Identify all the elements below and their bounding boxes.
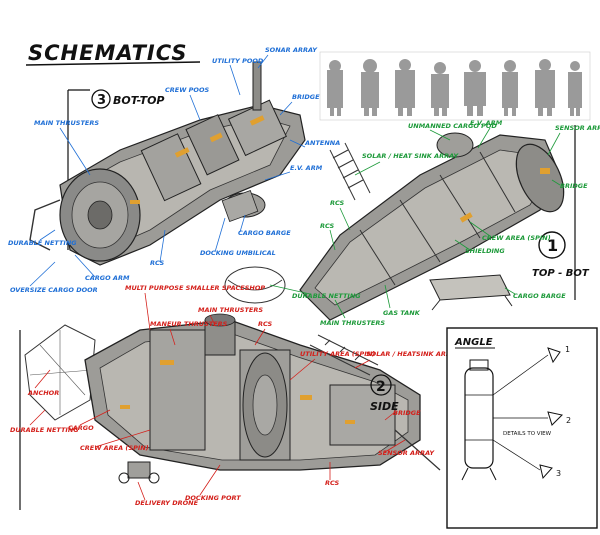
blue-labels: UTILITY POOD SONAR ARRAY CREW POOS BRIDG… <box>8 46 340 294</box>
red-leader-lines <box>29 292 406 501</box>
silhouette-figure <box>502 60 518 116</box>
red-labels: MULTI PURPOSE SMALLER SPACESHOP MAIN THR… <box>10 284 461 507</box>
label-sensor-array-red: SENSOR ARRAY <box>378 449 435 457</box>
label-utility-area-spin: UTILITY AREA (SPIN) <box>300 350 375 358</box>
label-docking-port: DOCKING PORT <box>185 494 241 502</box>
label-solar-heat-sink-array: SOLAR / HEAT SINK ARRAY <box>362 152 459 160</box>
label-cargo-arm: CARGO ARM <box>85 274 130 282</box>
ship-side-view <box>19 313 441 510</box>
angle-title: ANGLE <box>454 337 493 348</box>
angle-mark-3: 3 <box>556 469 561 478</box>
label-utility-pod: UTILITY POOD <box>212 57 264 65</box>
angle-panel: ANGLE 1 2 3 DETAILS TO VIEW <box>446 327 598 529</box>
page-title: SCHEMATICS <box>28 41 188 65</box>
label-delivery-drone: DELIVERY DRONE <box>135 499 199 507</box>
label-main-thrusters-red: MAIN THRUSTERS <box>198 306 263 314</box>
label-anchor: ANCHOR <box>27 389 59 397</box>
silhouette-figure <box>568 61 582 116</box>
label-bridge-red: BRIDGE <box>393 409 421 417</box>
view-1-number: 1 <box>547 236 558 255</box>
label-shielding: SHIELDING <box>465 247 505 255</box>
green-leader-lines <box>269 127 561 319</box>
label-ev-arm-blue: E.V. ARM <box>290 164 323 172</box>
label-docking-umbilical: DOCKING UMBILICAL <box>200 249 276 257</box>
label-rcs-blue: RCS <box>150 259 165 267</box>
label-bridge-blue: BRIDGE <box>292 93 320 101</box>
label-antenna: ANTENNA <box>304 139 340 147</box>
silhouette-figure <box>464 60 486 116</box>
label-sensor-array-green: SENSOR ARRAY <box>555 124 600 132</box>
label-durable-netting-green: DURABLE NETTING <box>292 292 361 300</box>
label-unmanned-cargo-pod: UNMANNED CARGO POD <box>408 122 497 130</box>
label-bridge-green: BRIDGE <box>560 182 588 190</box>
label-gas-tank: GAS TANK <box>383 309 421 317</box>
silhouette-figure <box>431 62 449 116</box>
silhouette-figure <box>395 59 415 116</box>
label-maneur-thrusters: MANEUR THRUSTERS <box>150 320 228 328</box>
label-ev-arm-green: E.V. ARM <box>470 119 503 127</box>
label-rcs-red-2: RCS <box>325 479 340 487</box>
blue-leader-lines <box>29 54 306 287</box>
label-solar-heatsink-array-red: SOLAR / HEATSINK ARRAY <box>366 350 461 358</box>
green-labels: UNMANNED CARGO POD E.V. ARM SENSOR ARRAY… <box>292 119 600 327</box>
view-3-number: 3 <box>97 93 106 108</box>
label-sonar-array: SONAR ARRAY <box>265 46 318 54</box>
label-main-thrusters-blue: MAIN THRUSTERS <box>34 119 99 127</box>
label-main-thrusters-green: MAIN THRUSTERS <box>320 319 385 327</box>
label-crew-area-spin-green: CREW AREA (SPIN) <box>482 234 551 242</box>
label-durable-netting-red: DURABLE NETTING <box>10 426 79 434</box>
label-oversize-cargo-door: OVERSIZE CARGO DOOR <box>10 286 98 294</box>
angle-mark-1: 1 <box>565 345 570 354</box>
angle-note: DETAILS TO VIEW <box>503 431 552 437</box>
crew-silhouettes <box>319 51 591 121</box>
label-multi-purpose-spaceshop: MULTI PURPOSE SMALLER SPACESHOP <box>125 284 265 292</box>
ship-top-bot-view <box>224 125 576 321</box>
silhouette-figure <box>535 59 555 116</box>
label-rcs-green-2: RCS <box>320 222 335 230</box>
angle-mark-2: 2 <box>566 416 571 425</box>
view-3-label: BOT-TOP <box>113 94 165 107</box>
label-cargo-barge-green: CARGO BARGE <box>513 292 566 300</box>
label-crew-area-spin-red: CREW AREA (SPIN) <box>80 444 149 452</box>
label-cargo-red: CARGO <box>68 424 94 432</box>
label-cargo-barge-blue: CARGO BARGE <box>238 229 291 237</box>
label-rcs-green-1: RCS <box>330 199 345 207</box>
label-crew-pods: CREW POOS <box>165 86 209 94</box>
silhouette-figure <box>361 59 379 116</box>
view-2-label: SIDE <box>370 400 399 413</box>
silhouette-figure <box>327 60 343 116</box>
view-1-label: TOP - BOT <box>532 268 590 279</box>
label-rcs-red-1: RCS <box>258 320 273 328</box>
view-2-number: 2 <box>376 379 386 395</box>
ship-bot-top-view <box>29 61 306 266</box>
label-durable-netting-blue: DURABLE NETTING <box>8 239 77 247</box>
